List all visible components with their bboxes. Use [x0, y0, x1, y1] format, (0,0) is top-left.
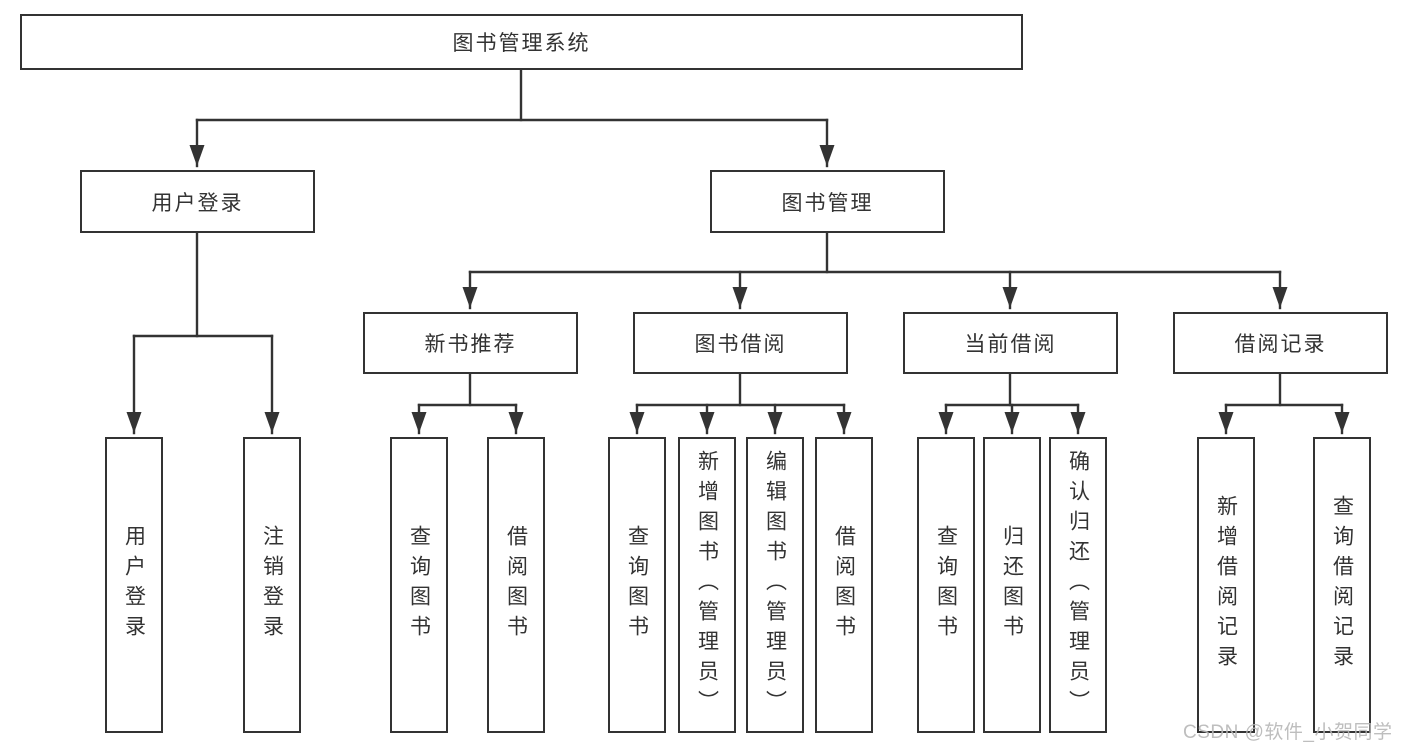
node-label: 新增借阅记录 — [1214, 495, 1238, 675]
node-label: 查询图书 — [934, 525, 958, 645]
node-leaf-query-books: 查询图书 — [917, 437, 975, 733]
node-leaf-borrow-books: 借阅图书 — [815, 437, 873, 733]
node-label: 查询图书 — [625, 525, 649, 645]
node-label: 图书借阅 — [694, 333, 787, 356]
node-book-management: 图书管理 — [710, 170, 945, 233]
node-label: 图书管理 — [781, 191, 874, 215]
node-label: 归还图书 — [1000, 525, 1024, 645]
node-label: 新增图书（管理员） — [695, 450, 719, 720]
node-leaf-add-borrow-record: 新增借阅记录 — [1197, 437, 1255, 733]
node-leaf-user-login: 用户登录 — [105, 437, 163, 733]
node-user-login: 用户登录 — [80, 170, 315, 233]
node-new-book-recommend: 新书推荐 — [363, 312, 578, 374]
node-borrow-records: 借阅记录 — [1173, 312, 1388, 374]
node-leaf-edit-books-admin: 编辑图书（管理员） — [746, 437, 804, 733]
connector-current-borrow-children — [938, 372, 1086, 435]
node-label: 编辑图书（管理员） — [763, 450, 787, 720]
node-leaf-borrow-books: 借阅图书 — [487, 437, 545, 733]
node-label: 注销登录 — [260, 525, 284, 645]
connector-book-management-children — [462, 231, 1288, 310]
node-label: 用户登录 — [151, 191, 244, 215]
connector-borrow-records-children — [1218, 372, 1350, 435]
node-label: 查询借阅记录 — [1330, 495, 1354, 675]
node-leaf-confirm-return-admin: 确认归还（管理员） — [1049, 437, 1107, 733]
connector-book-borrow-children — [629, 372, 852, 435]
node-label: 借阅图书 — [832, 525, 856, 645]
node-label: 用户登录 — [122, 525, 146, 645]
connector-root-to-level2 — [189, 68, 835, 168]
node-leaf-return-books: 归还图书 — [983, 437, 1041, 733]
node-library-management-system: 图书管理系统 — [20, 14, 1023, 70]
connector-user-login-children — [126, 231, 280, 435]
node-label: 借阅记录 — [1234, 333, 1327, 356]
node-label: 借阅图书 — [504, 525, 528, 645]
node-leaf-query-borrow-record: 查询借阅记录 — [1313, 437, 1371, 733]
csdn-watermark: CSDN @软件_小贺同学 — [1183, 722, 1393, 743]
node-label: 查询图书 — [407, 525, 431, 645]
node-book-borrowing: 图书借阅 — [633, 312, 848, 374]
node-leaf-logout: 注销登录 — [243, 437, 301, 733]
node-label: 确认归还（管理员） — [1066, 450, 1090, 720]
node-leaf-add-books-admin: 新增图书（管理员） — [678, 437, 736, 733]
node-current-borrowing: 当前借阅 — [903, 312, 1118, 374]
connector-new-book-rec-children — [411, 372, 524, 435]
node-label: 当前借阅 — [964, 333, 1057, 356]
node-leaf-query-books: 查询图书 — [608, 437, 666, 733]
node-leaf-query-books: 查询图书 — [390, 437, 448, 733]
node-label: 新书推荐 — [424, 333, 517, 356]
node-label: 图书管理系统 — [452, 32, 591, 55]
